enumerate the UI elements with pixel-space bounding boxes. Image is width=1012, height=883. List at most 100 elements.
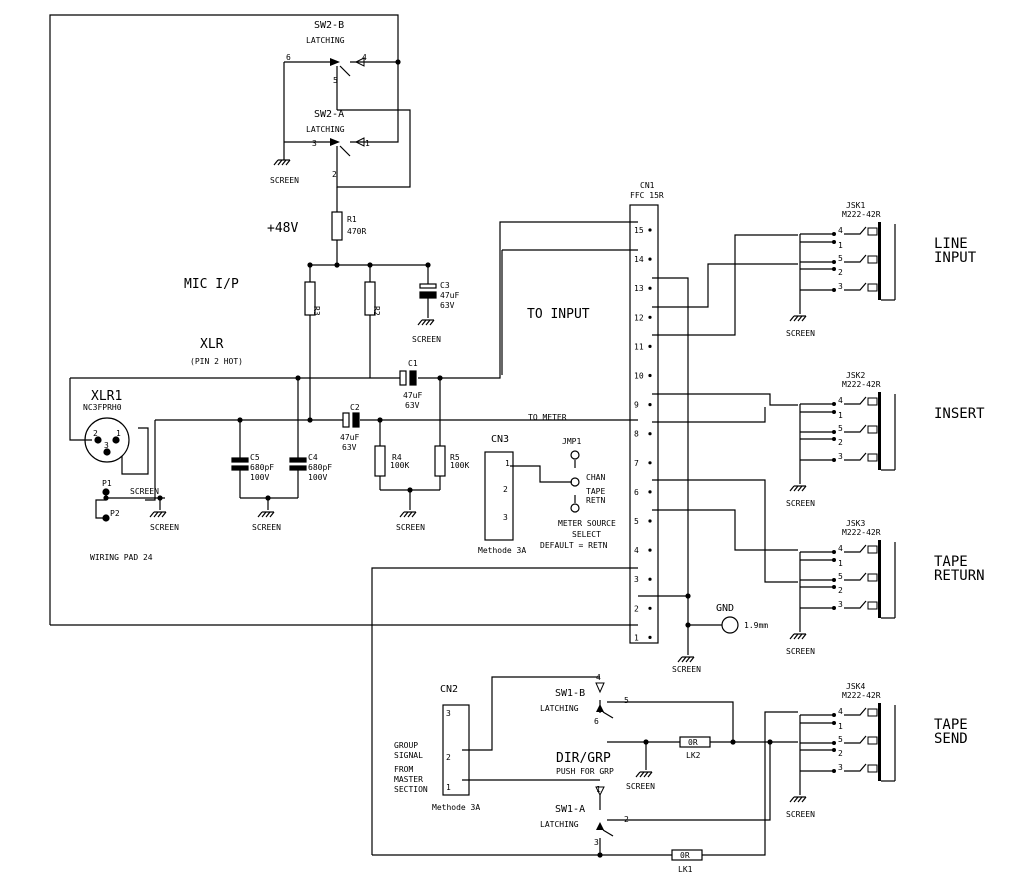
cn1-pin-mark — [648, 519, 652, 523]
junction-dot — [597, 852, 603, 858]
cn1-body — [629, 204, 659, 644]
cn1-pin-9: 9 — [634, 401, 639, 410]
jack-pin-label: 4 — [838, 707, 843, 716]
jack-pin-label: 1 — [838, 559, 843, 568]
cn1-pin-mark — [648, 461, 652, 465]
c1-v2: 63V — [405, 401, 420, 410]
cn1-pin-10: 10 — [634, 372, 644, 381]
c1-body — [399, 370, 417, 386]
jack-name-1: TAPE — [934, 717, 968, 733]
jack-sleeve — [878, 222, 881, 300]
cn1-pin-3: 3 — [634, 575, 639, 584]
screen-label-cn1: SCREEN — [672, 665, 701, 674]
jack-sleeve — [878, 540, 881, 618]
jack-pin-label: 1 — [838, 411, 843, 420]
jmp1-retn: RETN — [586, 496, 605, 505]
group-l5: SECTION — [394, 785, 428, 794]
gnd-size: 1.9mm — [744, 621, 768, 630]
c4-ref: C4 — [308, 453, 318, 462]
sw2-switch-symbols — [330, 57, 365, 157]
c1-ref: C1 — [408, 359, 418, 368]
sw2b-pin6: 6 — [286, 53, 291, 62]
sw2b-pin4: 4 — [362, 53, 367, 62]
cn3-pin1: 1 — [505, 459, 510, 468]
jack-sleeve — [878, 703, 881, 781]
r5-ref: R5 — [450, 453, 460, 462]
c1-v1: 47uF — [403, 391, 422, 400]
c5-ref: C5 — [250, 453, 260, 462]
cn1-pin-mark — [648, 286, 652, 290]
jack-group: JSK1M222-42R41523SCREENLINEINPUTJSK2M222… — [786, 201, 985, 819]
xlr1-pin3: 3 — [104, 441, 109, 450]
cn1-pin-mark — [648, 257, 652, 261]
junction-dot — [685, 593, 691, 599]
jack-ref: JSK1 — [846, 201, 865, 210]
cn1-pin-7: 7 — [634, 459, 639, 468]
sw1a-pin1: 1 — [596, 785, 601, 794]
dir-sub: PUSH FOR GRP — [556, 767, 614, 776]
cn1-pin-mark — [648, 315, 652, 319]
r4-val: 100K — [390, 461, 409, 470]
r4-body — [374, 445, 386, 477]
jack-part: M222-42R — [842, 210, 881, 219]
c2-ref: C2 — [350, 403, 360, 412]
cn2-ref: CN2 — [440, 684, 458, 695]
junction-dot — [643, 739, 649, 745]
c4-v2: 100V — [308, 473, 327, 482]
to-meter-label: TO METER — [528, 413, 567, 422]
junction-dot — [425, 262, 431, 268]
junction-dot — [103, 495, 109, 501]
xlr-title: XLR — [200, 337, 224, 352]
cn1-pin-mark — [648, 606, 652, 610]
gnd-pad — [721, 616, 739, 634]
sw1-switch-symbols — [595, 682, 614, 837]
sw1a-pin3: 3 — [594, 838, 599, 847]
cn1-pin-2: 2 — [634, 604, 639, 613]
c5-v2: 100V — [250, 473, 269, 482]
c2-v1: 47uF — [340, 433, 359, 442]
xlr1-part: NC3FPRH0 — [83, 403, 122, 412]
sw1b-pin4: 4 — [596, 673, 601, 682]
p1-label: P1 — [102, 479, 112, 488]
cn1-pin-6: 6 — [634, 488, 639, 497]
jack-name-1: INSERT — [934, 406, 985, 422]
cn1-pin-8: 8 — [634, 430, 639, 439]
sw2a-sub: LATCHING — [306, 125, 345, 134]
c2-body — [342, 412, 360, 428]
junction-dot — [265, 495, 271, 501]
junction-dot — [377, 417, 383, 423]
r4-ref: R4 — [392, 453, 402, 462]
jack-pin-label: 2 — [838, 586, 843, 595]
cn3-pin2: 2 — [503, 485, 508, 494]
sw2b-title: SW2-B — [314, 20, 344, 31]
dir-title: DIR/GRP — [556, 751, 611, 766]
cn1-pin-mark — [648, 432, 652, 436]
jack-ref: JSK4 — [846, 682, 865, 691]
cn1-pin-14: 14 — [634, 255, 644, 264]
to-input-label: TO INPUT — [527, 307, 590, 322]
xlr1-ref: XLR1 — [91, 389, 122, 404]
cn3-ref: CN3 — [491, 434, 509, 445]
jack-pin-label: 5 — [838, 424, 843, 433]
jack-pin-label: 3 — [838, 282, 843, 291]
cn1-pin-mark — [648, 373, 652, 378]
junction-dot — [295, 375, 301, 381]
c3-v1: 47uF — [440, 291, 459, 300]
jack-pin-label: 4 — [838, 226, 843, 235]
cn1-pin-1: 1 — [634, 633, 639, 642]
jack-name-2: SEND — [934, 731, 968, 747]
lk1-val: 0R — [680, 851, 690, 860]
meter-source-1: METER SOURCE — [558, 519, 616, 528]
cn1-pin-mark — [648, 635, 652, 640]
wires — [49, 14, 798, 856]
junction-dot — [334, 262, 340, 268]
lk1-body — [671, 849, 703, 861]
r1-val: 470R — [347, 227, 366, 236]
cn2-body — [442, 704, 470, 796]
p2-label: P2 — [110, 509, 120, 518]
jack-pin-label: 5 — [838, 735, 843, 744]
